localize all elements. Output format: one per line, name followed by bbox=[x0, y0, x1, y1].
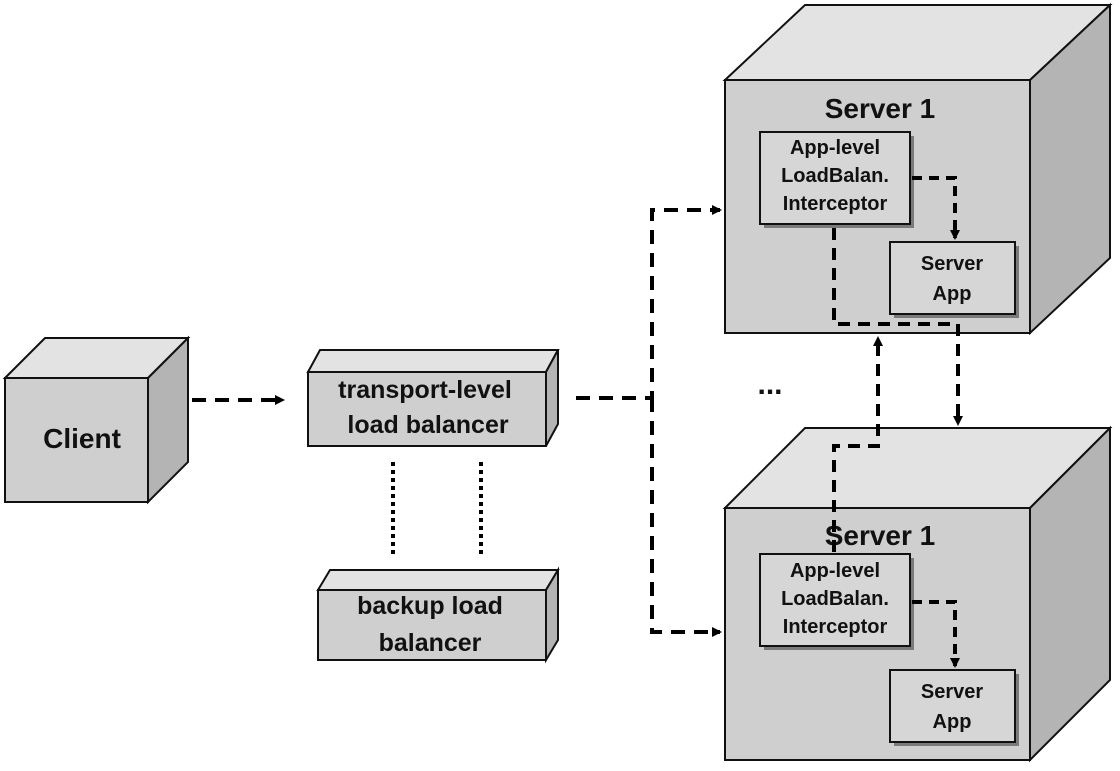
server-top-interceptor-line2: LoadBalan. bbox=[781, 165, 889, 187]
transport-balancer-line1: transport-level bbox=[338, 376, 512, 404]
backup-balancer-line1: backup load bbox=[357, 592, 503, 620]
server-bottom-interceptor-line1: App-level bbox=[790, 560, 880, 582]
server-bottom-interceptor-line2: LoadBalan. bbox=[781, 588, 889, 610]
server-top-interceptor-line1: App-level bbox=[790, 137, 880, 159]
arrow-balancer-to-server-bottom bbox=[650, 398, 722, 637]
server-bottom-app-line2: App bbox=[933, 711, 972, 733]
backup-load-balancer: backup load balancer bbox=[316, 566, 560, 664]
ellipsis-more-servers: ... bbox=[757, 368, 782, 401]
server-bottom-app: Server App bbox=[889, 669, 1019, 746]
server-top-app-line2: App bbox=[933, 283, 972, 305]
server-top: Server 1 App-level LoadBalan. Intercepto… bbox=[722, 2, 1113, 336]
server-bottom-interceptor-line3: Interceptor bbox=[783, 616, 888, 638]
arrow-top-interceptor-to-bottom-server bbox=[832, 228, 963, 426]
server-top-title: Server 1 bbox=[825, 93, 936, 124]
arrow-bottom-interceptor-to-app bbox=[912, 600, 960, 668]
server-bottom: Server 1 App-level LoadBalan. Intercepto… bbox=[722, 425, 1113, 763]
server-bottom-title: Server 1 bbox=[825, 520, 936, 551]
transport-balancer-line2: load balancer bbox=[347, 411, 508, 439]
client-label: Client bbox=[43, 423, 121, 454]
server-top-app: Server App bbox=[889, 241, 1019, 318]
server-top-interceptor-line3: Interceptor bbox=[783, 193, 888, 215]
arrow-bottom-interceptor-to-top-server bbox=[832, 336, 883, 552]
server-top-app-line1: Server bbox=[921, 253, 983, 275]
arrow-balancer-to-servers bbox=[576, 205, 722, 400]
backup-balancer-line2: balancer bbox=[379, 629, 482, 657]
server-bottom-app-line1: Server bbox=[921, 681, 983, 703]
client-node: Client bbox=[2, 335, 191, 505]
transport-load-balancer: transport-level load balancer bbox=[306, 349, 560, 447]
server-bottom-interceptor: App-level LoadBalan. Interceptor bbox=[759, 553, 914, 650]
arrow-top-interceptor-to-app bbox=[912, 176, 960, 240]
server-top-interceptor: App-level LoadBalan. Interceptor bbox=[759, 131, 914, 228]
